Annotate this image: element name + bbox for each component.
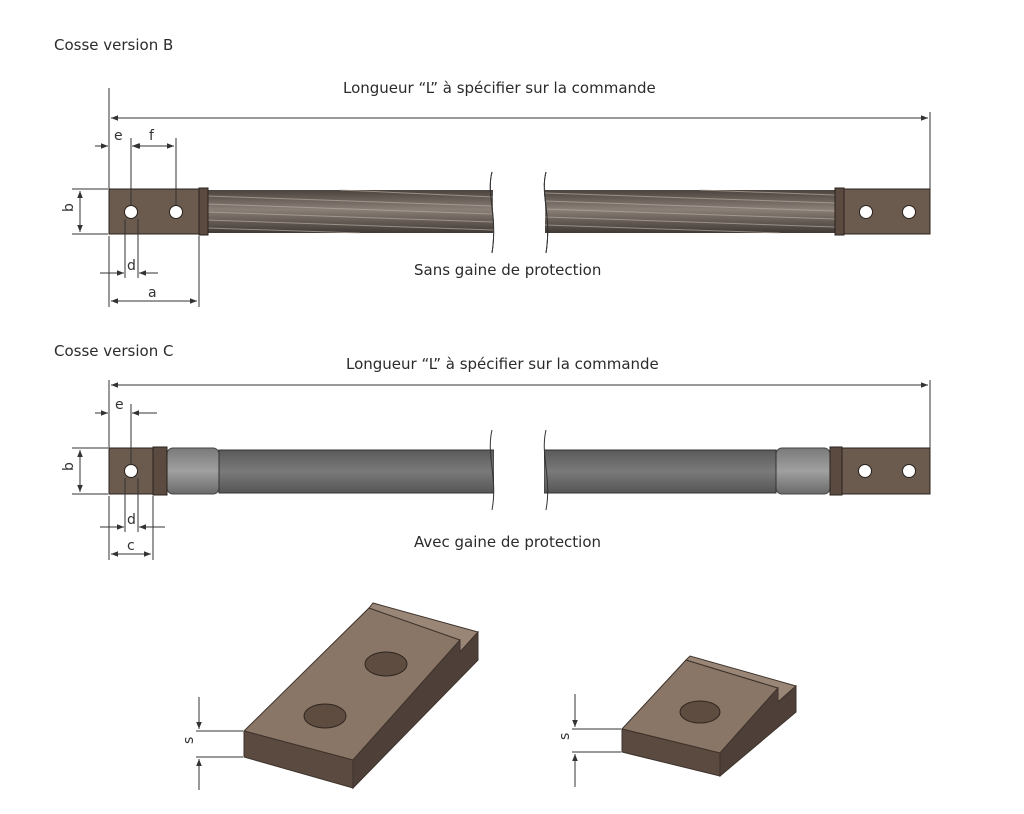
dim-d-c-label: d (127, 512, 136, 528)
version-c-title: Cosse version C (54, 342, 174, 360)
break-gap (494, 186, 544, 238)
dim-a-label: a (148, 285, 157, 301)
stranded-cable-left (207, 190, 493, 233)
protective-sheath-left (218, 449, 495, 494)
lug-3d-2hole-hole-1 (364, 651, 408, 677)
version-b-title: Cosse version B (54, 36, 174, 54)
lug-left-1hole-crimp (152, 446, 168, 496)
lug-3d-1hole-side (719, 684, 797, 778)
lug-right-c-hole-1 (858, 464, 872, 478)
lug-right-c-2hole (841, 447, 931, 495)
lug-3d-2hole-hole-2 (303, 703, 347, 729)
dim-s-label: s (181, 737, 197, 744)
lug-left-1hole-hole (124, 464, 138, 478)
dim-b-c-label: b (61, 462, 77, 471)
dim-c-label: c (127, 538, 135, 554)
dim-e-c-label: e (115, 397, 124, 413)
lug-3d-1hole: s (557, 655, 798, 787)
cable-strands-right (544, 189, 836, 234)
version-c-drawing: e b d c (61, 380, 931, 560)
lug-left-hole-1 (124, 205, 138, 219)
protective-sheath-right (543, 449, 777, 494)
dim-s-1hole-label: s (557, 733, 573, 740)
lug-3d-1hole-hole (679, 700, 721, 724)
lug-right-c-crimp (829, 446, 843, 496)
lug-right-hole-2 (902, 205, 916, 219)
lug-right-2hole (843, 188, 931, 235)
version-c-length-label: Longueur “L” à spécifier sur la commande (346, 355, 659, 373)
lug-left-2hole (108, 188, 200, 235)
sheath-collar-right (775, 447, 831, 495)
lug-right-crimp (834, 187, 845, 236)
dim-b-label: b (61, 203, 77, 212)
lug-left-hole-2 (169, 205, 183, 219)
break-mark-right-c (543, 429, 549, 511)
version-c-caption: Avec gaine de protection (414, 533, 602, 551)
version-b-caption: Sans gaine de protection (414, 261, 602, 279)
lug-right-c-hole-2 (902, 464, 916, 478)
dim-d-label: d (127, 258, 136, 274)
version-b-length-label: Longueur “L” à spécifier sur la commande (343, 79, 656, 97)
version-b-drawing: e f b d a (61, 88, 931, 307)
lug-3d-2hole: s (181, 602, 479, 790)
lug-3d-2hole-side (352, 630, 479, 790)
dim-e-label: e (114, 128, 123, 144)
dim-f-label: f (149, 128, 155, 144)
cable-strands-left (206, 189, 494, 234)
lug-right-hole-1 (859, 205, 873, 219)
break-mark-left-c (489, 429, 495, 511)
lug-left-crimp (198, 187, 209, 236)
sheath-collar-left (166, 447, 220, 495)
